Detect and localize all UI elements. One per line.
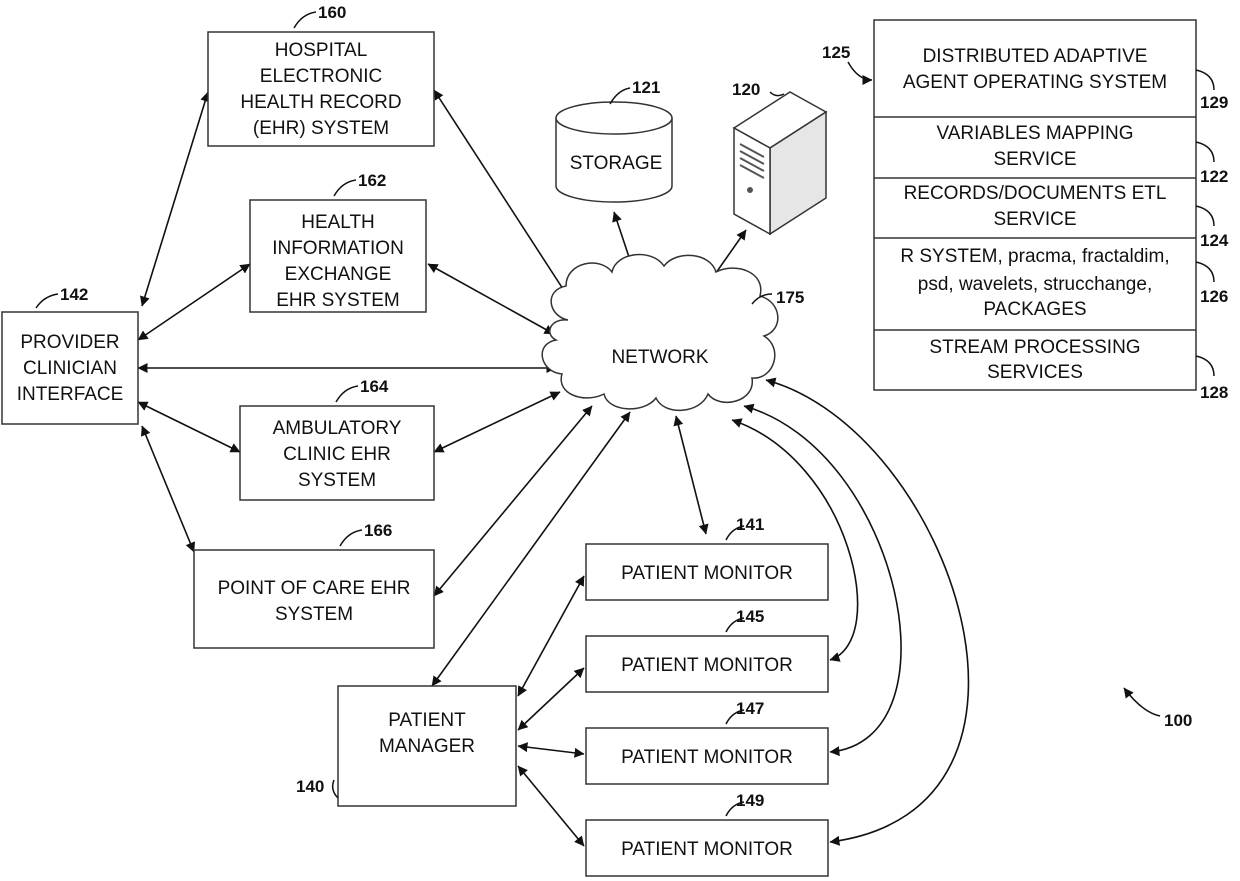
- health-information-exchange-ehr: HEALTH INFORMATION EXCHANGE EHR SYSTEM 1…: [250, 171, 426, 312]
- layer-variables-line-2: SERVICE: [993, 149, 1076, 170]
- server-icon: 120: [732, 80, 826, 234]
- ambulatory-ref: 164: [360, 377, 389, 396]
- monitor-147-label: PATIENT MONITOR: [621, 747, 793, 768]
- link-hie-network: [428, 264, 554, 334]
- network-cloud: NETWORK 175: [542, 255, 804, 411]
- ambulatory-label-line-1: AMBULATORY: [273, 418, 402, 439]
- layer-etl-line-1: RECORDS/DOCUMENTS ETL: [904, 183, 1167, 204]
- poc-label-line-2: SYSTEM: [275, 604, 353, 625]
- provider-clinician-interface: PROVIDER CLINICIAN INTERFACE 142: [2, 285, 138, 424]
- provider-label-line-3: INTERFACE: [17, 384, 124, 405]
- provider-ref: 142: [60, 285, 88, 304]
- poc-label-line-1: POINT OF CARE EHR: [218, 578, 411, 599]
- figure-ref: 100: [1124, 688, 1192, 730]
- layer-etl-line-2: SERVICE: [993, 209, 1076, 230]
- manager-label-line-2: MANAGER: [379, 736, 475, 757]
- provider-label-line-1: PROVIDER: [20, 332, 119, 353]
- hospital-label-line-1: HOSPITAL: [275, 40, 368, 61]
- figure-ref-label: 100: [1164, 711, 1192, 730]
- monitor-141-label: PATIENT MONITOR: [621, 563, 793, 584]
- hospital-label-line-4: (EHR) SYSTEM: [253, 118, 389, 139]
- provider-label-line-2: CLINICIAN: [23, 358, 117, 379]
- monitor-145-ref: 145: [736, 607, 764, 626]
- link-ambulatory-network: [434, 392, 560, 452]
- hospital-label-line-2: ELECTRONIC: [260, 66, 382, 87]
- patient-monitor-149: PATIENT MONITOR 149: [586, 791, 828, 876]
- layer-r-ref: 126: [1200, 287, 1228, 306]
- monitor-141-ref: 141: [736, 515, 764, 534]
- hie-label-line-3: EXCHANGE: [285, 264, 392, 285]
- point-of-care-ehr: POINT OF CARE EHR SYSTEM 166: [194, 521, 434, 648]
- patient-monitor-147: PATIENT MONITOR 147: [586, 699, 828, 784]
- layer-os-line-2: AGENT OPERATING SYSTEM: [903, 72, 1167, 93]
- manager-ref: 140: [296, 777, 324, 796]
- monitor-145-label: PATIENT MONITOR: [621, 655, 793, 676]
- hie-label-line-4: EHR SYSTEM: [276, 290, 400, 311]
- link-provider-poc: [142, 426, 194, 552]
- link-hospital-network: [434, 90, 574, 306]
- link-manager-monitor-147: [518, 746, 584, 754]
- link-manager-monitor-149: [518, 766, 584, 846]
- manager-label-line-1: PATIENT: [388, 710, 466, 731]
- hospital-label-line-3: HEALTH RECORD: [240, 92, 401, 113]
- patient-monitor-141: PATIENT MONITOR 141: [586, 515, 828, 600]
- network-label: NETWORK: [611, 347, 708, 368]
- layer-os-ref: 129: [1200, 93, 1228, 112]
- layer-r-line-2: psd, wavelets, strucchange,: [918, 274, 1152, 295]
- link-provider-hie: [138, 264, 250, 340]
- storage-label: STORAGE: [570, 153, 663, 174]
- link-poc-network: [434, 406, 592, 596]
- ambulatory-label-line-2: CLINIC EHR: [283, 444, 391, 465]
- layer-stream-line-2: SERVICES: [987, 362, 1083, 383]
- ambulatory-clinic-ehr: AMBULATORY CLINIC EHR SYSTEM 164: [240, 377, 434, 500]
- layer-stream-ref: 128: [1200, 383, 1228, 402]
- poc-ref: 166: [364, 521, 392, 540]
- link-provider-ambulatory: [138, 402, 240, 452]
- link-network-monitor-141: [676, 416, 706, 534]
- hospital-ehr-system: HOSPITAL ELECTRONIC HEALTH RECORD (EHR) …: [208, 3, 434, 146]
- storage-ref: 121: [632, 78, 660, 97]
- layer-r-line-1: R SYSTEM, pracma, fractaldim,: [900, 246, 1169, 267]
- hie-label-line-1: HEALTH: [301, 212, 375, 233]
- layer-r-line-3: PACKAGES: [983, 299, 1086, 320]
- layer-variables-line-1: VARIABLES MAPPING: [936, 123, 1133, 144]
- link-provider-hospital: [142, 92, 208, 306]
- stack-ref: 125: [822, 43, 850, 62]
- layer-os-line-1: DISTRIBUTED ADAPTIVE: [923, 46, 1148, 67]
- hie-ref: 162: [358, 171, 386, 190]
- layer-stream-line-1: STREAM PROCESSING: [929, 337, 1140, 358]
- monitor-149-label: PATIENT MONITOR: [621, 839, 793, 860]
- monitor-149-ref: 149: [736, 791, 764, 810]
- hospital-ref: 160: [318, 3, 346, 22]
- storage: STORAGE 121: [556, 78, 672, 202]
- monitor-147-ref: 147: [736, 699, 764, 718]
- software-stack: 125 DISTRIBUTED ADAPTIVE AGENT OPERATING…: [822, 20, 1229, 402]
- layer-variables-ref: 122: [1200, 167, 1228, 186]
- ambulatory-label-line-3: SYSTEM: [298, 470, 376, 491]
- layer-etl-ref: 124: [1200, 231, 1229, 250]
- network-ref: 175: [776, 288, 804, 307]
- server-ref: 120: [732, 80, 760, 99]
- patient-monitor-145: PATIENT MONITOR 145: [586, 607, 828, 692]
- hie-label-line-2: INFORMATION: [272, 238, 404, 259]
- patient-manager: PATIENT MANAGER 140: [296, 686, 516, 806]
